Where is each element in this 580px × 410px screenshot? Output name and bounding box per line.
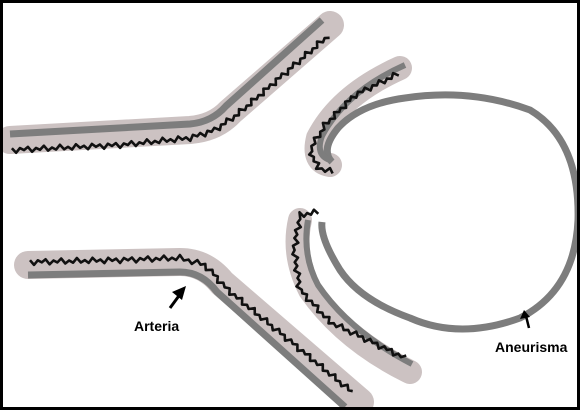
aneurysm-diagram: Arteria Aneurisma [3, 3, 577, 407]
arteria-label: Arteria [134, 318, 179, 334]
vessel-halos [10, 25, 410, 402]
aneurisma-arrow-shaft [526, 316, 529, 328]
aneurisma-label: Aneurisma [495, 339, 568, 355]
arteria-arrow [170, 286, 186, 308]
aneurysm-sac-wall [322, 95, 577, 329]
